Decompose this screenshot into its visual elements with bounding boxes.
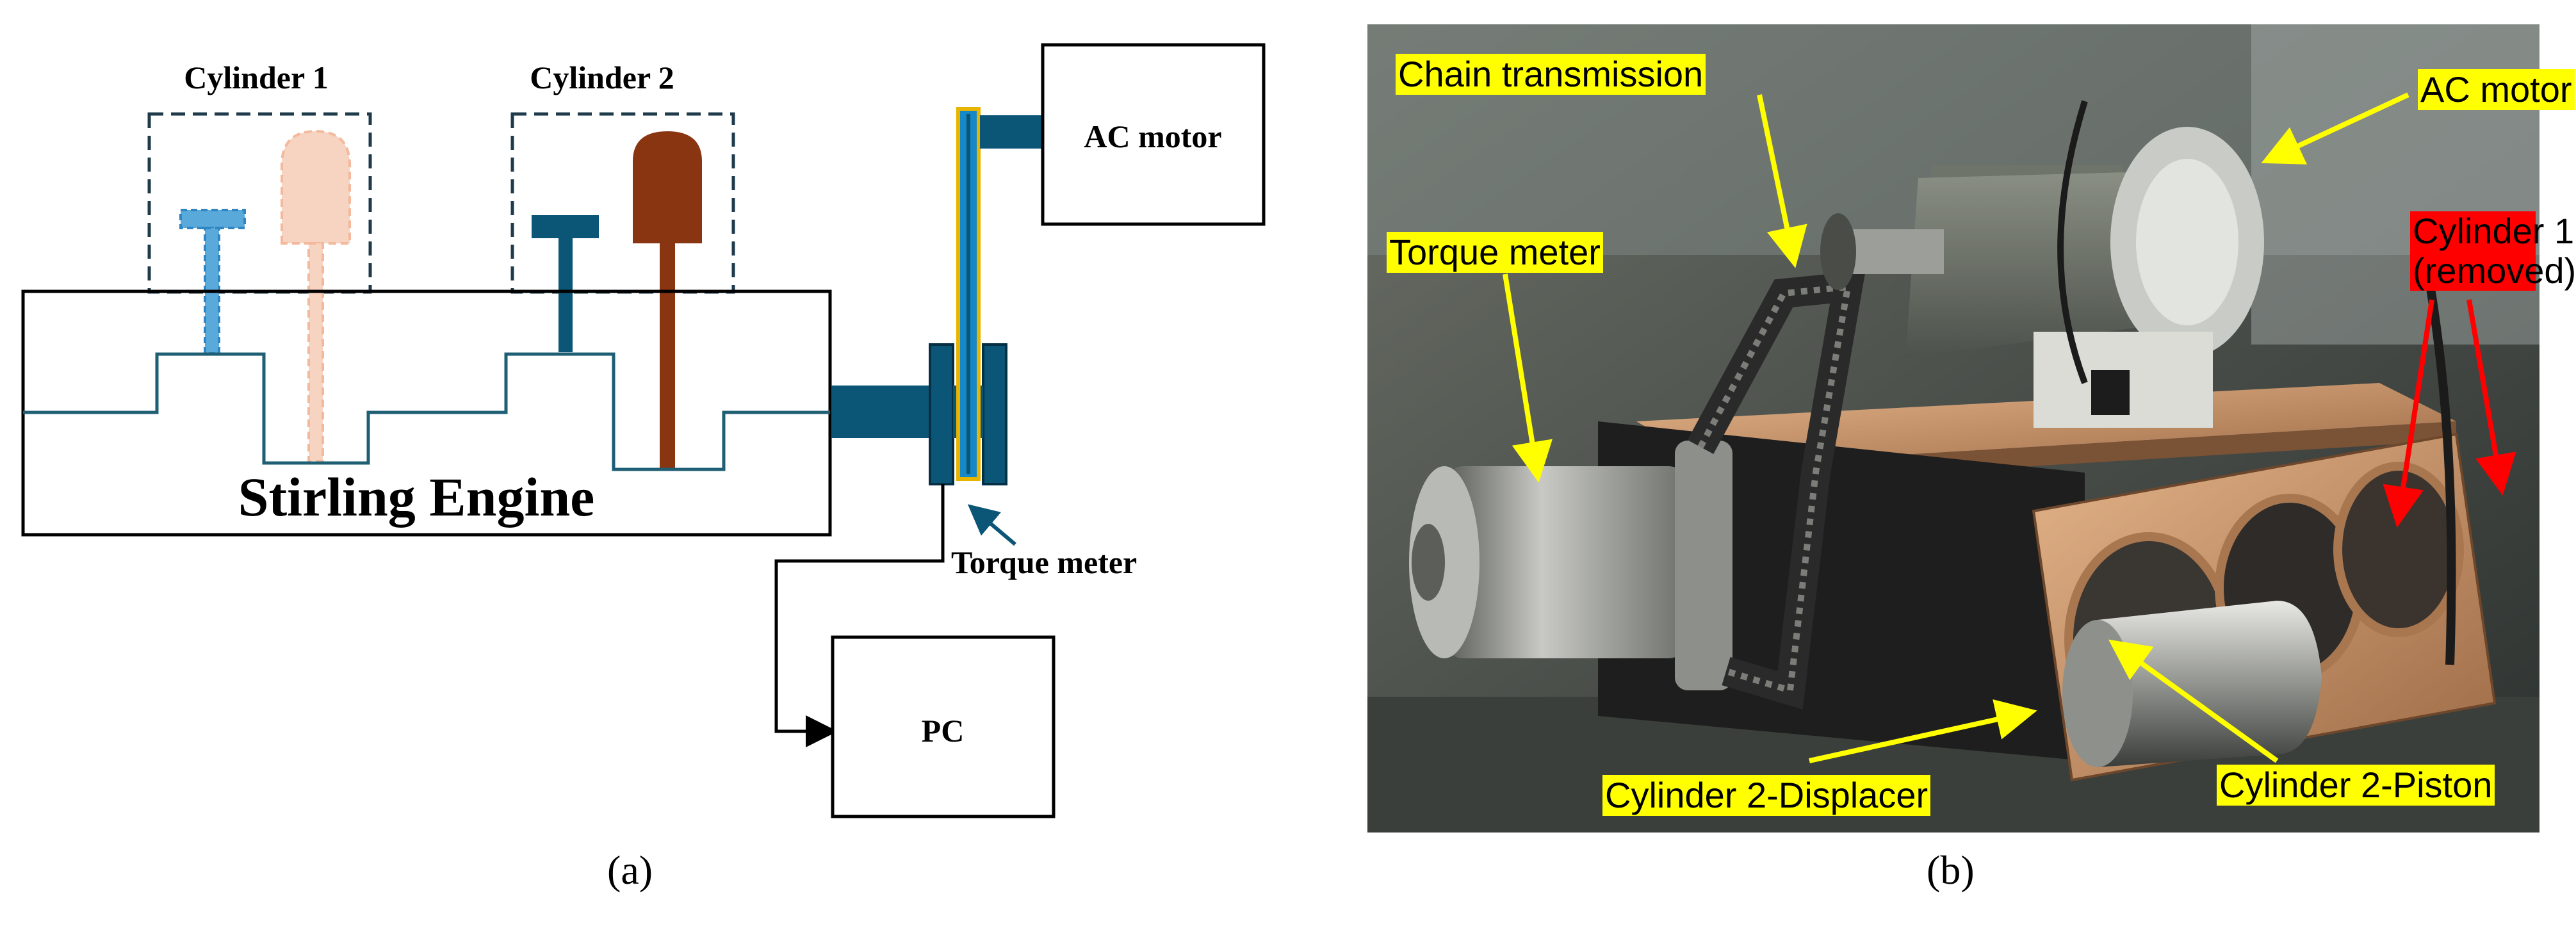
torque-meter-arrow bbox=[967, 504, 1016, 546]
tag-cylinder-1-line1: Cylinder 1 bbox=[2413, 211, 2575, 251]
signal-line bbox=[774, 484, 945, 747]
tag-cylinder-1-removed: Cylinder 1 (removed) bbox=[2410, 211, 2576, 291]
ac-motor-label: AC motor bbox=[1084, 118, 1221, 154]
cylinder-2-piston bbox=[633, 131, 702, 469]
pc-box bbox=[831, 635, 1056, 818]
tag-ac-motor: AC motor bbox=[2418, 69, 2575, 110]
arrow-cylinder-1-b bbox=[2466, 299, 2516, 496]
cylinder-1-displacer bbox=[179, 209, 246, 355]
tag-torque-meter: Torque meter bbox=[1387, 232, 1603, 273]
engine-label: Stirling Engine bbox=[238, 466, 595, 528]
drive-shaft bbox=[831, 386, 935, 438]
cylinder-2-displacer bbox=[532, 215, 599, 352]
arrow-cylinder-1-a bbox=[2383, 299, 2434, 528]
tag-cylinder-2-piston: Cylinder 2-Piston bbox=[2217, 765, 2495, 806]
cylinder-2-label: Cylinder 2 bbox=[530, 60, 674, 95]
coupling-flange-left bbox=[929, 343, 954, 485]
caption-a: (a) bbox=[607, 847, 653, 893]
photo-arrows bbox=[1503, 92, 2516, 763]
schematic-diagram: Cylinder 1 Cylinder 2 Stirling Engine AC… bbox=[21, 43, 1266, 818]
pc-label: PC bbox=[922, 713, 965, 749]
coupling-flange-right bbox=[982, 343, 1007, 485]
arrow-piston bbox=[2108, 639, 2279, 763]
arrow-torque-meter bbox=[1503, 273, 1553, 483]
cylinder-1-label: Cylinder 1 bbox=[184, 60, 329, 95]
arrow-chain bbox=[1757, 94, 1807, 268]
ac-motor-box bbox=[1041, 43, 1266, 226]
motor-shaft bbox=[980, 115, 1044, 149]
caption-b: (b) bbox=[1927, 847, 1975, 893]
tag-chain-transmission: Chain transmission bbox=[1396, 54, 1706, 95]
tag-cylinder-1-line2: (removed) bbox=[2413, 250, 2576, 291]
arrow-ac-motor bbox=[2261, 92, 2409, 165]
engine-channel-line bbox=[23, 352, 830, 471]
torque-meter-label: Torque meter bbox=[951, 544, 1137, 580]
photo-illustration bbox=[1367, 24, 2539, 833]
photo-panel: Chain transmission AC motor Torque meter… bbox=[1367, 24, 2576, 833]
arrow-displacer bbox=[1809, 699, 2037, 763]
cylinder-1-piston bbox=[281, 129, 351, 462]
tag-cylinder-2-displacer: Cylinder 2-Displacer bbox=[1602, 775, 1931, 816]
